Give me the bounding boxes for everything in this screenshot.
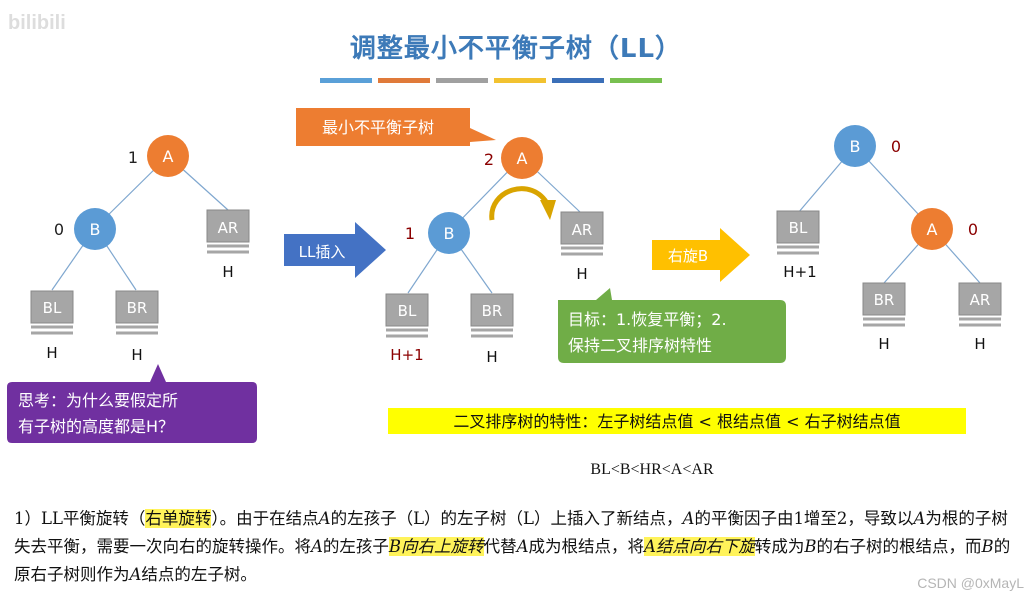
svg-text:0: 0 <box>891 137 901 156</box>
goal-box: 目标：1.恢复平衡；2. 保持二叉排序树特性 <box>558 288 786 363</box>
bst-property: 二叉排序树的特性：左子树结点值 < 根结点值 < 右子树结点值 <box>388 408 966 434</box>
svg-text:BR: BR <box>127 299 148 317</box>
subtree-bl: BL H <box>30 290 74 362</box>
csdn-watermark: CSDN @0xMayL <box>917 575 1024 591</box>
left-tree: A 1 B 0 AR H BL H BR H <box>30 135 250 364</box>
bilibili-watermark: bilibili <box>8 12 66 34</box>
title-bar <box>436 78 488 83</box>
svg-text:右旋B: 右旋B <box>668 247 708 265</box>
node-a-right <box>911 208 953 250</box>
svg-text:H+1: H+1 <box>783 263 816 281</box>
order-text: BL<B<HR<A<AR <box>590 461 714 478</box>
subtree-br-right: BR H <box>862 282 906 353</box>
right-tree: B 0 A 0 BL H+1 BR H AR H <box>776 125 1002 353</box>
callout-min-unbalanced: 最小不平衡子树 <box>296 108 496 146</box>
svg-text:BR: BR <box>874 291 895 309</box>
subtree-ar-right: AR H <box>958 282 1002 353</box>
title-bar <box>320 78 372 83</box>
svg-text:H: H <box>222 263 233 281</box>
page-title: 调整最小不平衡子树（LL） <box>349 34 683 64</box>
title-bars <box>320 78 662 83</box>
svg-text:H: H <box>486 348 497 366</box>
svg-text:思考：为什么要假定所: 思考：为什么要假定所 <box>18 391 178 410</box>
node-a-bf: 1 <box>128 148 138 167</box>
title-bar <box>494 78 546 83</box>
svg-text:B: B <box>444 224 455 243</box>
middle-tree: A 2 B 1 AR H BL H+1 BR H <box>385 137 604 366</box>
svg-text:0: 0 <box>968 220 978 239</box>
rotation-arrow <box>489 186 551 221</box>
svg-text:AR: AR <box>218 219 239 237</box>
svg-text:H: H <box>131 346 142 364</box>
svg-text:H: H <box>46 344 57 362</box>
svg-text:目标：1.恢复平衡；2.: 目标：1.恢复平衡；2. <box>568 310 727 329</box>
svg-text:B: B <box>850 137 861 156</box>
arrow-ll-insert: LL插入 <box>284 222 386 278</box>
svg-text:BR: BR <box>482 302 503 320</box>
node-a-label: A <box>163 147 174 166</box>
svg-text:AR: AR <box>572 221 593 239</box>
svg-text:AR: AR <box>970 291 991 309</box>
subtree-br: BR H <box>115 290 159 364</box>
svg-text:BL: BL <box>398 302 417 320</box>
subtree-ar-mid: AR H <box>560 211 604 283</box>
node-b-mid-bf: 1 <box>405 224 415 243</box>
svg-text:A: A <box>927 220 938 239</box>
title-bar <box>378 78 430 83</box>
svg-text:H: H <box>576 265 587 283</box>
subtree-ar: AR H <box>206 209 250 281</box>
subtree-bl-right: BL H+1 <box>776 210 820 281</box>
think-box: 思考：为什么要假定所 有子树的高度都是H？ <box>7 364 257 443</box>
svg-text:LL插入: LL插入 <box>299 243 346 261</box>
svg-text:H+1: H+1 <box>390 346 423 364</box>
svg-text:BL: BL <box>789 219 808 237</box>
node-a-mid-bf: 2 <box>484 150 494 169</box>
explanation-paragraph: 1）LL平衡旋转（右单旋转）。由于在结点A的左孩子（L）的左子树（L）上插入了新… <box>14 509 1011 584</box>
svg-text:保持二叉排序树特性: 保持二叉排序树特性 <box>568 336 712 355</box>
node-b-mid <box>428 212 470 254</box>
arrow-rotate-right: 右旋B <box>652 228 750 282</box>
svg-text:H: H <box>878 335 889 353</box>
subtree-br-mid: BR H <box>470 293 514 366</box>
svg-text:二叉排序树的特性：左子树结点值 < 根结点值 < 右子树结点: 二叉排序树的特性：左子树结点值 < 根结点值 < 右子树结点值 <box>453 412 900 431</box>
node-a-mid <box>501 137 543 179</box>
title-bar <box>610 78 662 83</box>
svg-text:A: A <box>517 149 528 168</box>
svg-text:BL: BL <box>43 299 62 317</box>
svg-text:H: H <box>974 335 985 353</box>
node-b-bf: 0 <box>54 220 64 239</box>
title-bar <box>552 78 604 83</box>
svg-text:有子树的高度都是H？: 有子树的高度都是H？ <box>18 417 174 436</box>
node-a <box>147 135 189 177</box>
node-b <box>74 208 116 250</box>
subtree-bl-mid: BL H+1 <box>385 293 429 364</box>
node-b-right <box>834 125 876 167</box>
node-b-label: B <box>90 220 101 239</box>
svg-text:最小不平衡子树: 最小不平衡子树 <box>322 118 434 137</box>
